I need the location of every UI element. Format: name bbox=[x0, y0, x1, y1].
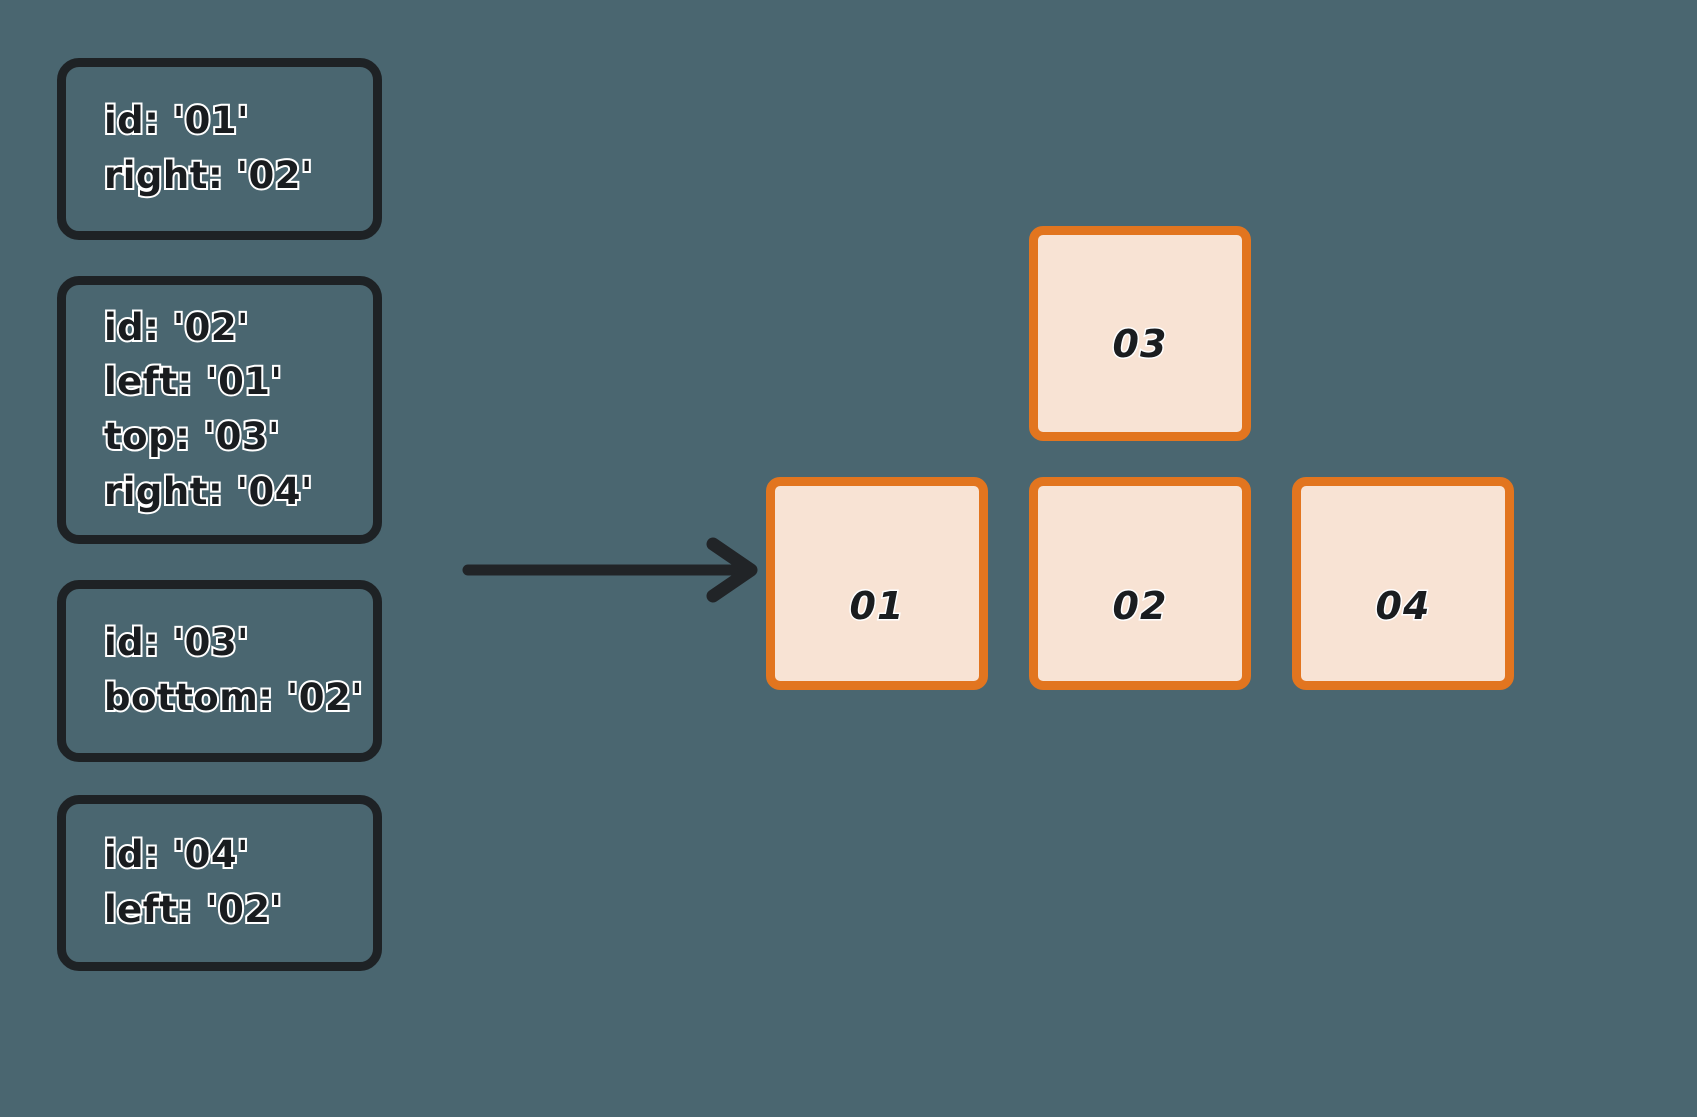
layout-tile-02[interactable]: 02 bbox=[1029, 477, 1251, 690]
tile-label: 01 bbox=[848, 582, 905, 629]
spec-line: id: '02' bbox=[102, 304, 251, 351]
spec-line: right: '04' bbox=[102, 468, 314, 515]
layout-tile-04[interactable]: 04 bbox=[1292, 477, 1514, 690]
spec-line: id: '04' bbox=[102, 831, 251, 878]
spec-line: left: '01' bbox=[102, 358, 284, 405]
spec-line: id: '01' bbox=[102, 97, 251, 144]
spec-line: bottom: '02' bbox=[102, 674, 365, 721]
spec-line: top: '03' bbox=[102, 413, 281, 460]
right-arrow-icon bbox=[462, 537, 758, 603]
tile-label: 03 bbox=[1111, 320, 1168, 367]
spec-line: right: '02' bbox=[102, 152, 314, 199]
spec-card-node-01: id: '01' right: '02' bbox=[57, 58, 382, 240]
layout-tile-01[interactable]: 01 bbox=[766, 477, 988, 690]
spec-card-node-03: id: '03' bottom: '02' bbox=[57, 580, 382, 762]
spec-card-node-04: id: '04' left: '02' bbox=[57, 795, 382, 971]
spec-line: id: '03' bbox=[102, 619, 251, 666]
tile-label: 04 bbox=[1374, 582, 1431, 629]
layout-tile-03[interactable]: 03 bbox=[1029, 226, 1251, 441]
spec-card-node-02: id: '02' left: '01' top: '03' right: '04… bbox=[57, 276, 382, 544]
tile-label: 02 bbox=[1111, 582, 1168, 629]
spec-line: left: '02' bbox=[102, 886, 284, 933]
